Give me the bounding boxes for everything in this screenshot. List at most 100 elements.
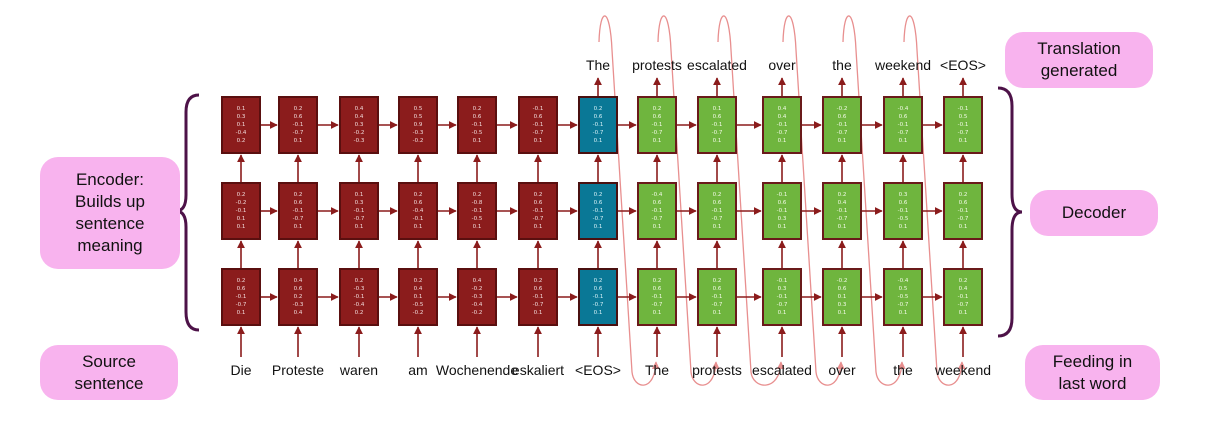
cell-value: 0.1 [472, 138, 482, 144]
cell-value: -0.1 [532, 294, 544, 300]
input-word: escalated [752, 362, 812, 378]
cell-value: 0.1 [593, 224, 603, 230]
cell-value: 0.2 [236, 192, 246, 198]
cell-value: -0.1 [412, 216, 424, 222]
cell-value: 0.2 [712, 192, 722, 198]
cell-value: 0.1 [837, 294, 847, 300]
cell-value: 0.5 [413, 114, 423, 120]
cell-value: 0.1 [236, 216, 246, 222]
cell-value: 0.4 [413, 286, 423, 292]
cell-value: 0.1 [593, 138, 603, 144]
cell-value: 0.6 [958, 200, 968, 206]
cell-value: -0.2 [836, 278, 848, 284]
cell-value: 0.1 [898, 310, 908, 316]
cell-value: 0.3 [898, 192, 908, 198]
cell-value: -0.7 [957, 302, 969, 308]
cell-value: 0.2 [533, 192, 543, 198]
cell-value: -0.4 [897, 278, 909, 284]
cell-value: -0.5 [471, 216, 483, 222]
output-word: The [585, 57, 611, 73]
input-word: am [408, 362, 428, 378]
cell-value: 0.1 [958, 224, 968, 230]
feedback-loop [717, 15, 785, 386]
cell-value: -0.7 [957, 216, 969, 222]
input-word: Die [230, 362, 252, 378]
cell-value: 0.1 [593, 310, 603, 316]
cell-value: -0.1 [711, 294, 723, 300]
cell-value: 0.6 [652, 286, 662, 292]
cell-value: 0.2 [413, 192, 423, 198]
cell-value: -0.1 [651, 294, 663, 300]
cell-value: -0.7 [711, 216, 723, 222]
cell-value: 0.2 [958, 192, 968, 198]
cell-value: 0.4 [293, 278, 303, 284]
cell-value: -0.7 [836, 216, 848, 222]
cell-value: -0.7 [651, 216, 663, 222]
cell-value: -0.7 [292, 216, 304, 222]
cell-value: -0.4 [471, 302, 483, 308]
cell-value: -0.7 [532, 216, 544, 222]
cell-value: 0.6 [293, 286, 303, 292]
cell-value: 0.6 [898, 200, 908, 206]
cell-value: -0.7 [292, 130, 304, 136]
cell-value: 0.2 [593, 192, 603, 198]
cell-value: 0.1 [293, 224, 303, 230]
output-word: over [768, 57, 796, 73]
cell-value: -0.4 [897, 106, 909, 112]
cell-value: 0.4 [777, 114, 787, 120]
cell-value: 0.6 [898, 114, 908, 120]
output-word: the [832, 57, 852, 73]
cell-value: 0.2 [712, 278, 722, 284]
cell-value: -0.5 [471, 130, 483, 136]
cell-value: -0.2 [471, 286, 483, 292]
cell-value: -0.1 [532, 122, 544, 128]
cell-value: -0.5 [897, 216, 909, 222]
cell-value: 0.6 [837, 114, 847, 120]
cell-value: 0.6 [652, 114, 662, 120]
cell-value: -0.5 [412, 302, 424, 308]
cell-value: -0.2 [235, 200, 247, 206]
cell-value: -0.7 [897, 302, 909, 308]
input-word: the [893, 362, 913, 378]
cell-value: 0.6 [293, 114, 303, 120]
cell-value: 0.1 [777, 138, 787, 144]
cell-value: -0.7 [836, 130, 848, 136]
feedback-loop [842, 15, 906, 386]
cell-value: 0.6 [293, 200, 303, 206]
cell-value: -0.1 [292, 208, 304, 214]
callout-source: Source sentence [40, 345, 178, 400]
cell-value: 0.1 [777, 224, 787, 230]
callout-decoder: Decoder [1030, 190, 1158, 236]
cell-value: 0.1 [236, 310, 246, 316]
cell-value: 0.6 [837, 286, 847, 292]
cell-value: -0.4 [353, 302, 365, 308]
cell-value: -0.2 [412, 138, 424, 144]
cell-value: 0.1 [958, 138, 968, 144]
cell-value: 0.3 [837, 302, 847, 308]
cell-value: 0.5 [898, 286, 908, 292]
input-word: Proteste [271, 362, 325, 378]
cell-value: -0.3 [353, 286, 365, 292]
feedback-loop [657, 15, 720, 386]
cell-value: 0.1 [293, 138, 303, 144]
cell-value: -0.1 [776, 192, 788, 198]
cell-value: -0.1 [471, 208, 483, 214]
feedback-loop [782, 15, 845, 386]
cell-value: -0.2 [836, 106, 848, 112]
callout-encoder: Encoder: Builds up sentence meaning [40, 157, 180, 269]
